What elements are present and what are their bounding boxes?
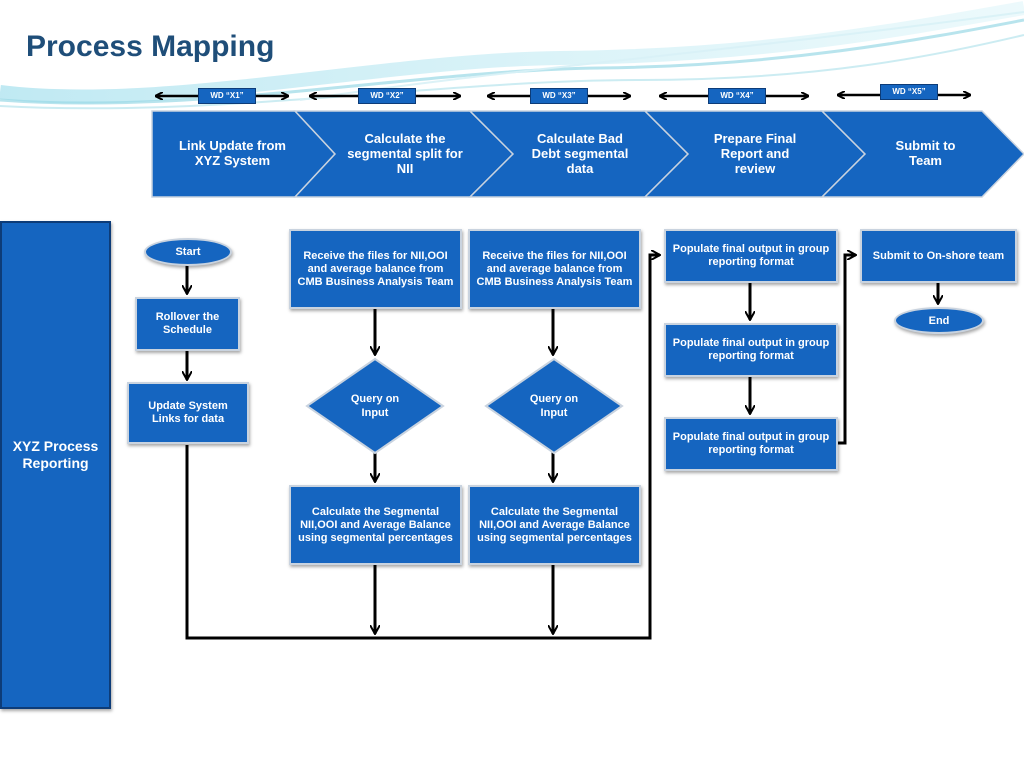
query-decision-2-label: Query on Input [529, 393, 579, 419]
end-terminator: End [894, 307, 984, 334]
connector-update-bus [185, 255, 660, 640]
update-system-links-step: Update System Links for data [127, 382, 249, 444]
submit-onshore-step: Submit to On-shore team [860, 229, 1017, 283]
process-chevrons [151, 110, 1024, 198]
receive-files-step-1: Receive the files for NII,OOI and averag… [289, 229, 462, 309]
wd-x1-label: WD “X1” [198, 88, 256, 104]
wd-x5-label: WD “X5” [880, 84, 938, 100]
query-decision-1-label: Query on Input [350, 393, 400, 419]
chevron-step-1-label: Link Update from XYZ System [179, 138, 286, 168]
query-decision-1 [305, 357, 445, 455]
swimlane [0, 221, 111, 709]
wd-x4-label: WD “X4” [708, 88, 766, 104]
page-title: Process Mapping [26, 30, 275, 63]
rollover-schedule-step: Rollover the Schedule [135, 297, 240, 351]
start-terminator: Start [144, 238, 232, 266]
populate-output-step-3: Populate final output in group reporting… [664, 417, 838, 471]
background-wave-decoration [0, 0, 1024, 110]
swimlane-label: XYZ Process Reporting [12, 438, 99, 471]
chevron-step-2-label: Calculate the segmental split for NII [347, 130, 463, 176]
populate-output-step-2: Populate final output in group reporting… [664, 323, 838, 377]
chevron-step-4-label: Prepare Final Report and review [713, 130, 797, 176]
chevron-step-5-label: Submit to Team [895, 138, 956, 168]
receive-files-step-2: Receive the files for NII,OOI and averag… [468, 229, 641, 309]
chevron-step-5 [820, 110, 1024, 198]
calculate-segmental-step-2: Calculate the Segmental NII,OOI and Aver… [468, 485, 641, 565]
connector-populate3-submit [838, 255, 856, 445]
calculate-segmental-step-1: Calculate the Segmental NII,OOI and Aver… [289, 485, 462, 565]
wd-x2-label: WD “X2” [358, 88, 416, 104]
wd-x3-label: WD “X3” [530, 88, 588, 104]
populate-output-step-1: Populate final output in group reporting… [664, 229, 838, 283]
query-decision-2 [484, 357, 624, 455]
chevron-step-3-label: Calculate Bad Debt segmental data [531, 130, 629, 176]
